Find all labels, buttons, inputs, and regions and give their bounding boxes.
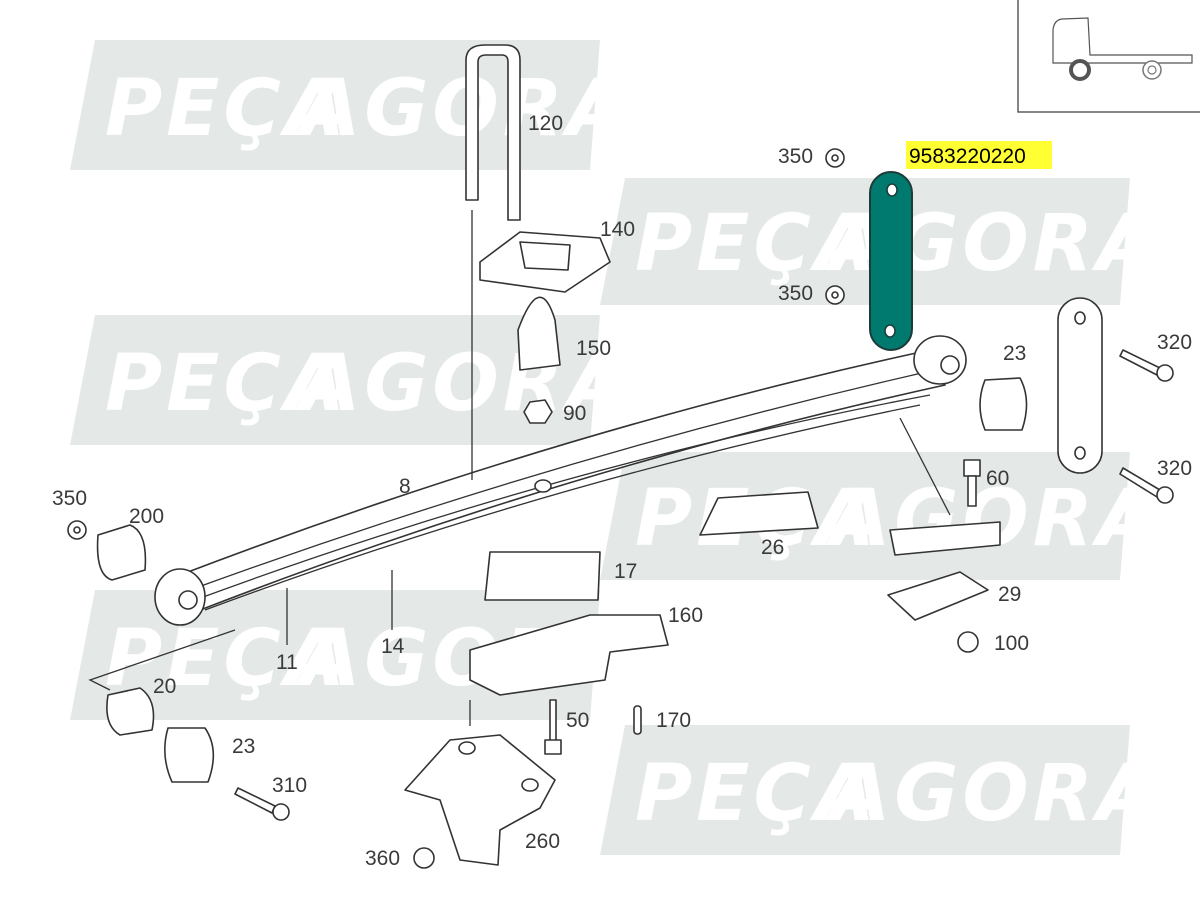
svg-text:PEÇA: PEÇA [105,614,349,704]
callout-320: 320 [1157,457,1192,480]
vehicle-position-inset [1017,0,1200,113]
callout-8: 8 [399,475,411,498]
callout-260: 260 [525,830,560,853]
callout-350: 350 [778,282,813,305]
callout-29: 29 [998,583,1021,606]
svg-text:PEÇA: PEÇA [635,199,879,289]
callout-11: 11 [276,651,298,674]
callout-23: 23 [232,735,255,758]
callout-labels: 120 140 150 90 8 350 200 17 26 160 11 14… [52,112,1192,870]
svg-text:AGORA: AGORA [824,474,1161,564]
svg-text:PEÇA: PEÇA [635,749,879,839]
callout-320: 320 [1157,331,1192,354]
callout-310: 310 [272,774,307,797]
svg-text:AGORA: AGORA [824,749,1161,839]
callout-50: 50 [566,709,589,732]
shackle-plate-highlighted[interactable] [869,171,913,351]
part-number-highlight[interactable]: 9583220220 [906,141,1052,169]
callout-90: 90 [563,402,586,425]
plates [484,491,1001,653]
spring-seat [404,614,669,869]
svg-text:PEÇA: PEÇA [105,64,349,154]
leaf-spring [154,335,967,626]
leader-lines [88,417,951,691]
washers-350 [67,148,845,540]
callout-100: 100 [994,632,1029,655]
callout-170: 170 [656,709,691,732]
callout-350: 350 [52,487,87,510]
callout-60: 60 [986,467,1009,490]
callout-150: 150 [576,337,611,360]
spring-pad [479,231,611,424]
callout-26: 26 [761,536,784,559]
callout-120: 120 [528,112,563,135]
svg-text:PEÇA: PEÇA [105,339,349,429]
u-bolt [465,44,521,480]
callout-23: 23 [1003,342,1026,365]
svg-text:AGORA: AGORA [294,64,631,154]
bolts [234,349,1174,821]
truck-icon [1052,17,1193,64]
svg-text:AGORA: AGORA [294,339,631,429]
bushings [96,377,1028,783]
callout-17: 17 [614,560,637,583]
part-number-label: 9583220220 [909,145,1026,168]
callout-20: 20 [153,675,176,698]
callout-350: 350 [778,145,813,168]
callout-200: 200 [129,505,164,528]
callout-160: 160 [668,604,703,627]
callout-140: 140 [600,218,635,241]
callout-360: 360 [365,847,400,870]
shackle-plate [1057,297,1103,474]
callout-14: 14 [381,635,405,658]
